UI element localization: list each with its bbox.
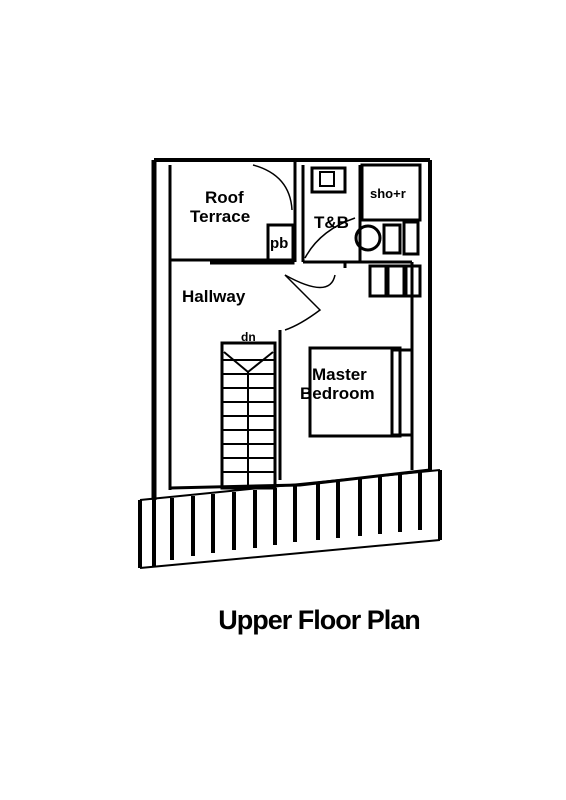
sink — [310, 166, 347, 194]
label-master: Master — [312, 365, 367, 384]
page-title: Upper Floor Plan — [218, 605, 421, 635]
label-tb: T&B — [314, 213, 349, 232]
bedroom-door-arc — [284, 274, 336, 289]
label-terrace: Terrace — [190, 207, 250, 226]
shower-box — [360, 163, 422, 222]
toilet-tank — [382, 223, 402, 255]
label-pb: pb — [270, 235, 288, 252]
bottom-wall — [169, 468, 431, 490]
bed-headboard — [390, 348, 414, 437]
label-shower: sho+r — [370, 186, 406, 201]
tb-door-arc — [304, 217, 356, 259]
closet-2 — [386, 264, 406, 298]
cabinet — [402, 220, 420, 256]
label-hallway: Hallway — [182, 287, 246, 306]
balcony-railing — [138, 469, 442, 569]
closet-1 — [368, 264, 388, 298]
label-bedroom: Bedroom — [300, 384, 375, 403]
toilet — [354, 224, 382, 252]
sink-basin — [319, 171, 335, 187]
stair-treads — [222, 359, 275, 488]
bed — [308, 346, 402, 438]
pb-box — [266, 223, 295, 265]
label-stair-dn: dn — [241, 330, 256, 344]
roof-terrace-door-arc — [252, 164, 293, 211]
bedroom-door-leaf — [284, 274, 322, 331]
label-roof: Roof — [205, 188, 244, 207]
stair-arrow — [223, 351, 274, 374]
